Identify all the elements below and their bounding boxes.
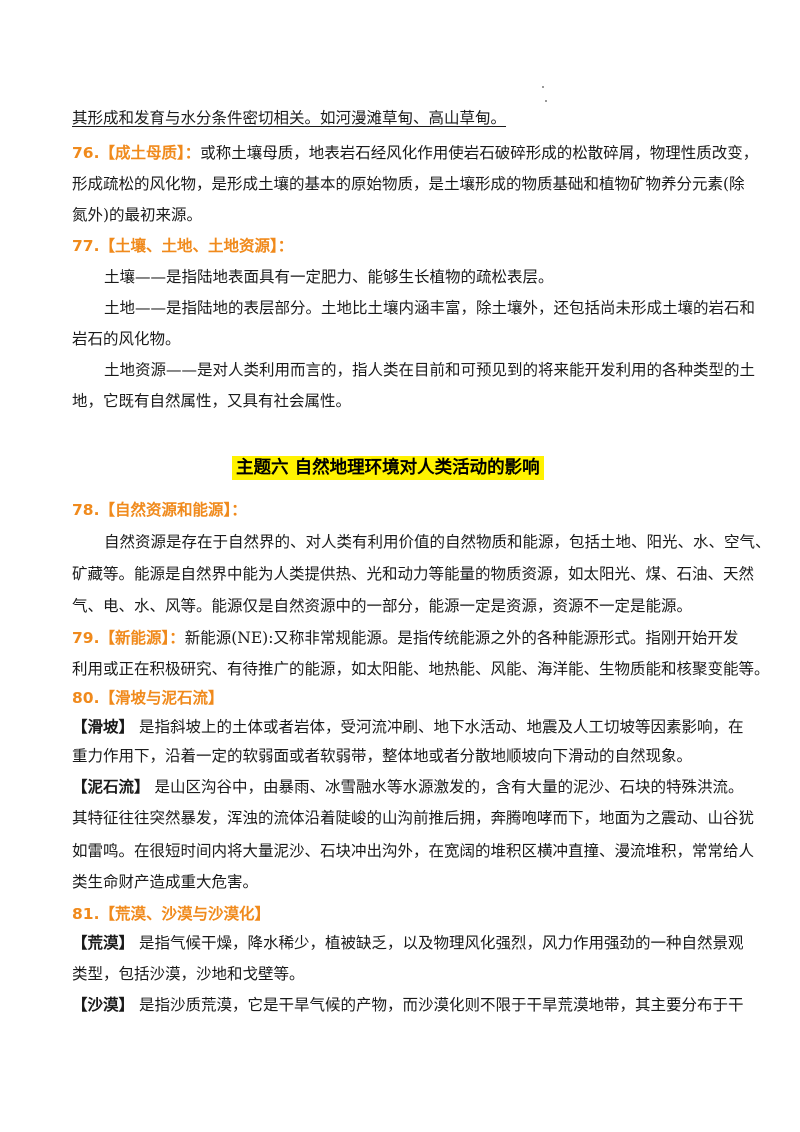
bold-term: 【滑坡】 — [72, 717, 135, 736]
term-title: 81.【荒漠、沙漠与沙漠化】 — [72, 905, 270, 923]
text-line: 【滑坡】 是指斜坡上的土体或者岩体，受河流冲刷、地下水活动、地震及人工切坡等因素… — [72, 717, 744, 736]
text-line: 其特征往往突然暴发，浑浊的流体沿着陡峻的山沟前推后拥，奔腾咆哮而下，地面为之震动… — [72, 809, 755, 827]
text-line: 重力作用下，沿着一定的软弱面或者软弱带，整体地或者分散地顺坡向下滑动的自然现象。 — [72, 747, 693, 765]
text-line: 矿藏等。能源是自然界中能为人类提供热、光和动力等能量的物质资源，如太阳光、煤、石… — [72, 565, 755, 583]
text-line: 气、电、水、风等。能源仅是自然资源中的一部分，能源一定是资源，资源不一定是能源。 — [72, 597, 693, 615]
text-line: 地，它既有自然属性，又具有社会属性。 — [72, 392, 352, 410]
text-line: 【泥石流】 是山区沟谷中，由暴雨、冰雪融水等水源激发的，含有大量的泥沙、石块的特… — [72, 777, 744, 796]
text-line: 类型，包括沙漠，沙地和戈壁等。 — [72, 965, 305, 983]
term-77: 77.【土壤、土地、土地资源】： — [72, 236, 744, 256]
text-line: 土地资源——是对人类利用而言的，指人类在目前和可预见到的将来能开发利用的各种类型… — [104, 361, 756, 379]
term-81: 81.【荒漠、沙漠与沙漠化】 — [72, 904, 744, 924]
text-line: 土地——是指陆地的表层部分。土地比土壤内涵丰富，除土壤外，还包括尚未形成土壤的岩… — [104, 299, 756, 317]
text-line: 岩石的风化物。 — [72, 330, 181, 348]
text-line: 氮外)的最初来源。 — [72, 206, 203, 224]
text-line: 土壤——是指陆地表面具有一定肥力、能够生长植物的疏松表层。 — [104, 268, 554, 286]
term-title: 76.【成土母质】： — [72, 144, 201, 162]
text-line: 类生命财产造成重大危害。 — [72, 873, 259, 891]
term-78: 78.【自然资源和能源】： — [72, 500, 744, 520]
bold-term: 【沙漠】 — [72, 995, 135, 1014]
term-79: 79.【新能源】：新能源(NE):又称非常规能源。是指传统能源之外的各种能源形式… — [72, 629, 739, 647]
text-line: 形成疏松的风化物，是形成土壤的基本的原始物质，是土壤形成的物质基础和植物矿物养分… — [72, 175, 745, 193]
term-title: 77.【土壤、土地、土地资源】： — [72, 237, 294, 255]
term-76: 76.【成土母质】：或称土壤母质，地表岩石经风化作用使岩石破碎形成的松散碎屑，物… — [72, 144, 759, 162]
topic-heading: 主题六 自然地理环境对人类活动的影响 — [232, 456, 544, 480]
term-title: 80.【滑坡与泥石流】 — [72, 689, 224, 707]
text-line: 【沙漠】 是指沙质荒漠，它是干旱气候的产物，而沙漠化则不限于干旱荒漠地带，其主要… — [72, 995, 744, 1014]
term-80: 80.【滑坡与泥石流】 — [72, 688, 744, 708]
text-line: 自然资源是存在于自然界的、对人类有利用价值的自然物质和能源，包括土地、阳光、水、… — [104, 533, 771, 551]
text-line: 如雷鸣。在很短时间内将大量泥沙、石块冲出沟外，在宽阔的堆积区横冲直撞、漫流堆积，… — [72, 842, 755, 860]
scan-mark — [542, 86, 544, 88]
bold-term: 【泥石流】 — [72, 777, 150, 796]
term-title: 79.【新能源】： — [72, 629, 185, 647]
term-title: 78.【自然资源和能源】： — [72, 501, 247, 519]
scan-mark — [545, 100, 547, 102]
text-line: 其形成和发育与水分条件密切相关。如河漫滩草甸、高山草甸。 — [72, 109, 507, 127]
text-line: 利用或正在积极研究、有待推广的能源，如太阳能、地热能、风能、海洋能、生物质能和核… — [72, 660, 770, 678]
text-line: 【荒漠】 是指气候干燥，降水稀少，植被缺乏，以及物理风化强烈，风力作用强劲的一种… — [72, 933, 744, 952]
bold-term: 【荒漠】 — [72, 933, 135, 952]
